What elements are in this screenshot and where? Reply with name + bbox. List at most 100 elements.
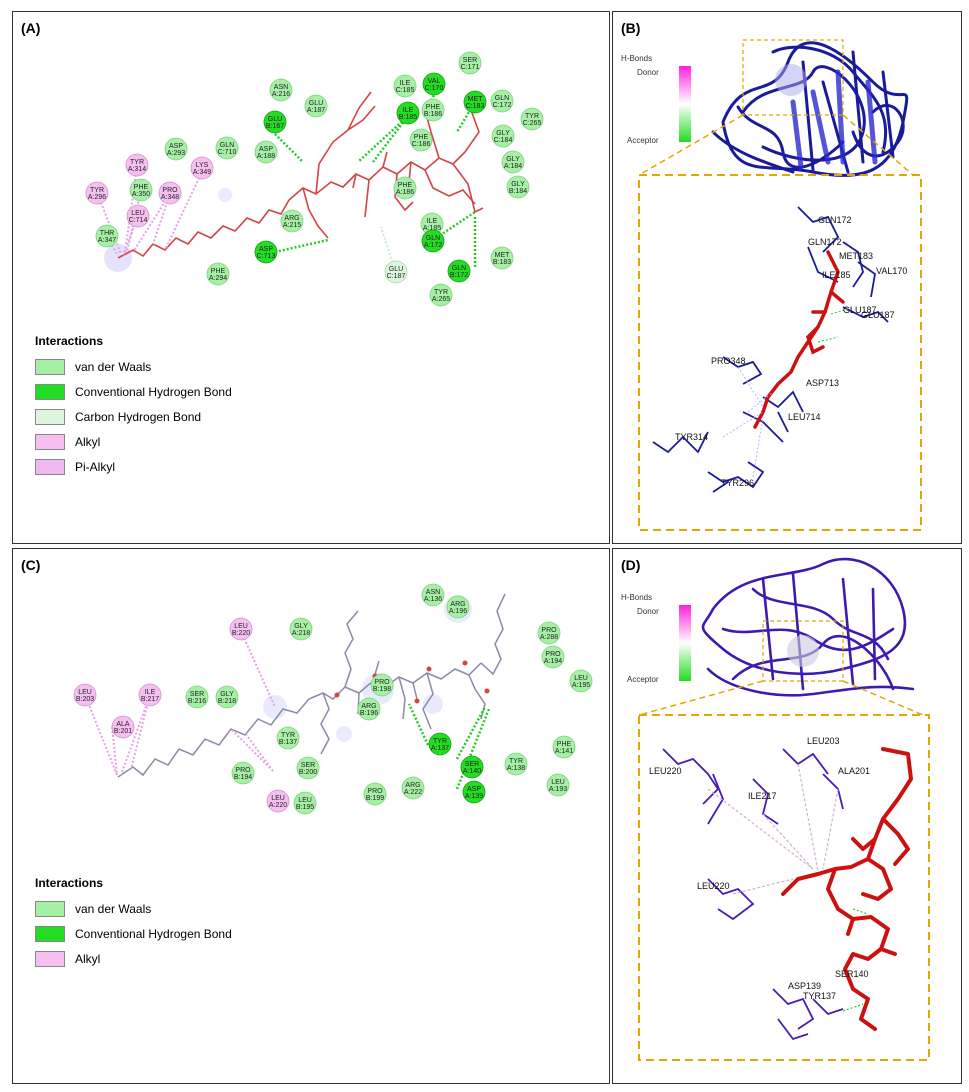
- residue-label: C:186: [412, 141, 431, 148]
- residue-label: B:201: [114, 728, 132, 735]
- legend-item: van der Waals: [35, 354, 232, 379]
- residue-label: LEU: [551, 779, 565, 786]
- residue-3d-label: GLU187: [861, 310, 895, 320]
- residue-3d-label: GLU187: [843, 305, 877, 315]
- residue-circle: [293, 791, 317, 815]
- residue-label: PRO: [541, 627, 557, 634]
- residue-label: C:170: [425, 85, 444, 92]
- residue-label: PRO: [374, 679, 390, 686]
- legend-item: Conventional Hydrogen Bond: [35, 379, 232, 404]
- residue-circle: [421, 98, 445, 122]
- residue-circle: [458, 51, 482, 75]
- residue-label: THR: [100, 230, 114, 237]
- residue-label: A:186: [396, 189, 414, 196]
- residue-label: B:196: [360, 710, 378, 717]
- legend-item: Carbon Hydrogen Bond: [35, 404, 232, 429]
- residue-circle: [490, 246, 514, 270]
- panel-b: (B) H-Bonds Donor Acceptor: [612, 11, 962, 544]
- residue-label: TYR: [434, 289, 448, 296]
- residue-circle: [269, 78, 293, 102]
- legend-swatch: [35, 383, 65, 400]
- residue-label: A:138: [507, 765, 525, 772]
- residue-circle: [569, 669, 593, 693]
- residue-circle: [206, 262, 230, 286]
- legend-label: Pi-Alkyl: [75, 459, 116, 474]
- legend-label: van der Waals: [75, 901, 152, 916]
- residue-label: C:714: [129, 217, 148, 224]
- residue-circle: [126, 204, 150, 228]
- residue-circle: [429, 283, 453, 307]
- residue-3d-label: MET183: [839, 251, 873, 261]
- residue-circle: [276, 726, 300, 750]
- legend-label: van der Waals: [75, 359, 152, 374]
- residue-label: VAL: [428, 78, 441, 85]
- residue-3d-label: GLN172: [818, 215, 852, 225]
- residue-label: LYS: [196, 162, 209, 169]
- residue-label: ILE: [145, 689, 156, 696]
- residue-label: GLN: [426, 235, 440, 242]
- residue-label: A:218: [292, 630, 310, 637]
- residue-circle: [462, 780, 486, 804]
- residue-circle: [95, 224, 119, 248]
- residue-3d-label: ASP139: [788, 981, 821, 991]
- residue-circle: [396, 101, 420, 125]
- residue-label: A:184: [504, 163, 522, 170]
- residue-circle: [190, 156, 214, 180]
- residue-circle: [552, 735, 576, 759]
- hbond-key-donor: Donor: [637, 607, 659, 616]
- legend-item: Alkyl: [35, 429, 232, 454]
- residue-label: SER: [463, 57, 477, 64]
- residue-label: A:347: [98, 237, 116, 244]
- residue-circle: [370, 673, 394, 697]
- legend-swatch: [35, 408, 65, 425]
- residue-label: TYR: [433, 738, 447, 745]
- panel-a: (A): [12, 11, 610, 544]
- residue-label: B:167: [266, 123, 284, 130]
- residue-label: A:195: [572, 682, 590, 689]
- residue-label: A:220: [269, 802, 287, 809]
- residue-label: C:710: [218, 149, 237, 156]
- residue-label: PHE: [211, 268, 226, 275]
- residue-circle: [428, 732, 452, 756]
- residue-circle: [401, 776, 425, 800]
- residue-circle: [537, 621, 561, 645]
- residue-label: B:172: [450, 272, 468, 279]
- residue-circle: [546, 773, 570, 797]
- legend-label: Conventional Hydrogen Bond: [75, 926, 232, 941]
- residue-circle: [446, 595, 470, 619]
- hbond-key-d: H-Bonds Donor Acceptor: [621, 593, 701, 703]
- residue-label: LEU: [234, 623, 248, 630]
- residue-circle: [541, 645, 565, 669]
- legend-item: Conventional Hydrogen Bond: [35, 921, 232, 946]
- panel-c: (C): [12, 548, 610, 1084]
- residue-label: B:200: [299, 769, 317, 776]
- residue-label: ARG: [284, 215, 299, 222]
- residue-circle: [490, 89, 514, 113]
- residue-circle: [215, 136, 239, 160]
- residue-3d-label: GLN172: [808, 237, 842, 247]
- legend-swatch: [35, 900, 65, 917]
- residue-3d-label: VAL170: [876, 266, 907, 276]
- residue-label: ASP: [169, 143, 183, 150]
